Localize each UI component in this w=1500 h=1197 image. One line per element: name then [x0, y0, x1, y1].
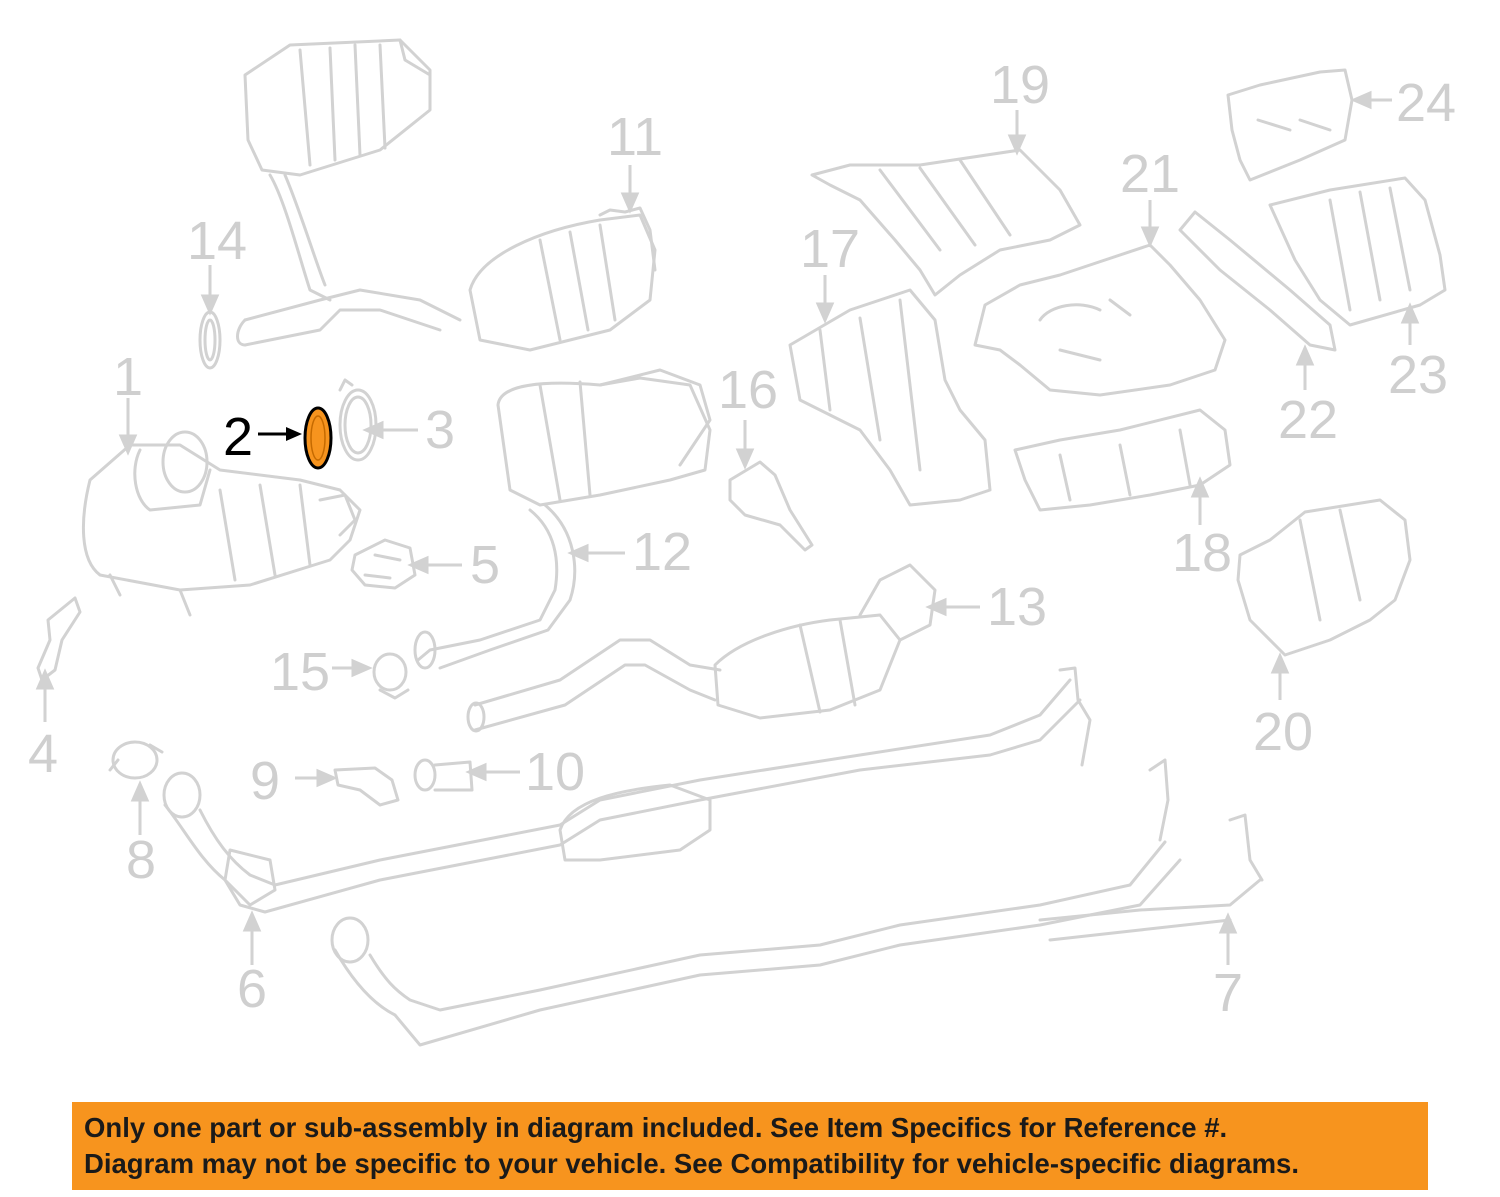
callout-17: 17 [800, 219, 861, 279]
heat-shield-16 [728, 460, 814, 552]
callout-4: 4 [28, 724, 59, 784]
callout-19: 19 [990, 55, 1051, 115]
clamp-15 [372, 652, 410, 700]
callout-14: 14 [187, 211, 248, 271]
notice-line-1: Only one part or sub-assembly in diagram… [84, 1112, 1228, 1143]
front-pipe-6 [162, 666, 1092, 914]
callout-10: 10 [525, 742, 586, 802]
catalytic-converter-12 [413, 368, 712, 670]
callout-6: 6 [237, 959, 268, 1019]
clamp-8 [108, 740, 164, 780]
callout-2: 2 [223, 407, 254, 467]
callout-11: 11 [607, 107, 664, 167]
catalytic-converter-13 [466, 563, 937, 733]
heat-shield-24 [1226, 68, 1354, 182]
callout-22: 22 [1278, 390, 1339, 450]
notice-banner: Only one part or sub-assembly in diagram… [72, 1102, 1428, 1190]
callout-23: 23 [1388, 345, 1449, 405]
bracket-9 [333, 766, 400, 807]
callout-3: 3 [425, 400, 456, 460]
callout-16: 16 [718, 360, 779, 420]
heat-shield-23 [1268, 176, 1447, 327]
notice-line-2: Diagram may not be specific to your vehi… [84, 1148, 1299, 1179]
callout-18: 18 [1172, 523, 1233, 583]
callout-15: 15 [270, 642, 331, 702]
heat-shield-18 [1013, 408, 1232, 512]
heat-shield-20 [1236, 498, 1412, 657]
heat-shield-21 [973, 243, 1227, 397]
bracket-4 [36, 596, 82, 682]
callout-13: 13 [987, 577, 1048, 637]
callout-21: 21 [1120, 144, 1181, 204]
callout-7: 7 [1213, 963, 1244, 1023]
hanger-10 [413, 758, 474, 792]
callout-12: 12 [632, 522, 693, 582]
callout-24: 24 [1396, 73, 1457, 133]
clamp-3 [338, 378, 378, 462]
callout-1: 1 [113, 347, 144, 407]
highlighted-gasket-2 [258, 406, 333, 470]
callout-8: 8 [126, 830, 157, 890]
catalytic-converter-1 [82, 430, 362, 617]
front-pipe-7 [330, 758, 1264, 1047]
callout-9: 9 [250, 751, 281, 811]
bracket-22 [1178, 210, 1337, 352]
callout-20: 20 [1253, 702, 1314, 762]
heat-shield-19 [810, 148, 1082, 297]
rear-muffler-assembly [236, 38, 657, 352]
heat-shield-17 [788, 288, 992, 507]
bracket-5 [350, 538, 417, 590]
callout-5: 5 [470, 535, 501, 595]
